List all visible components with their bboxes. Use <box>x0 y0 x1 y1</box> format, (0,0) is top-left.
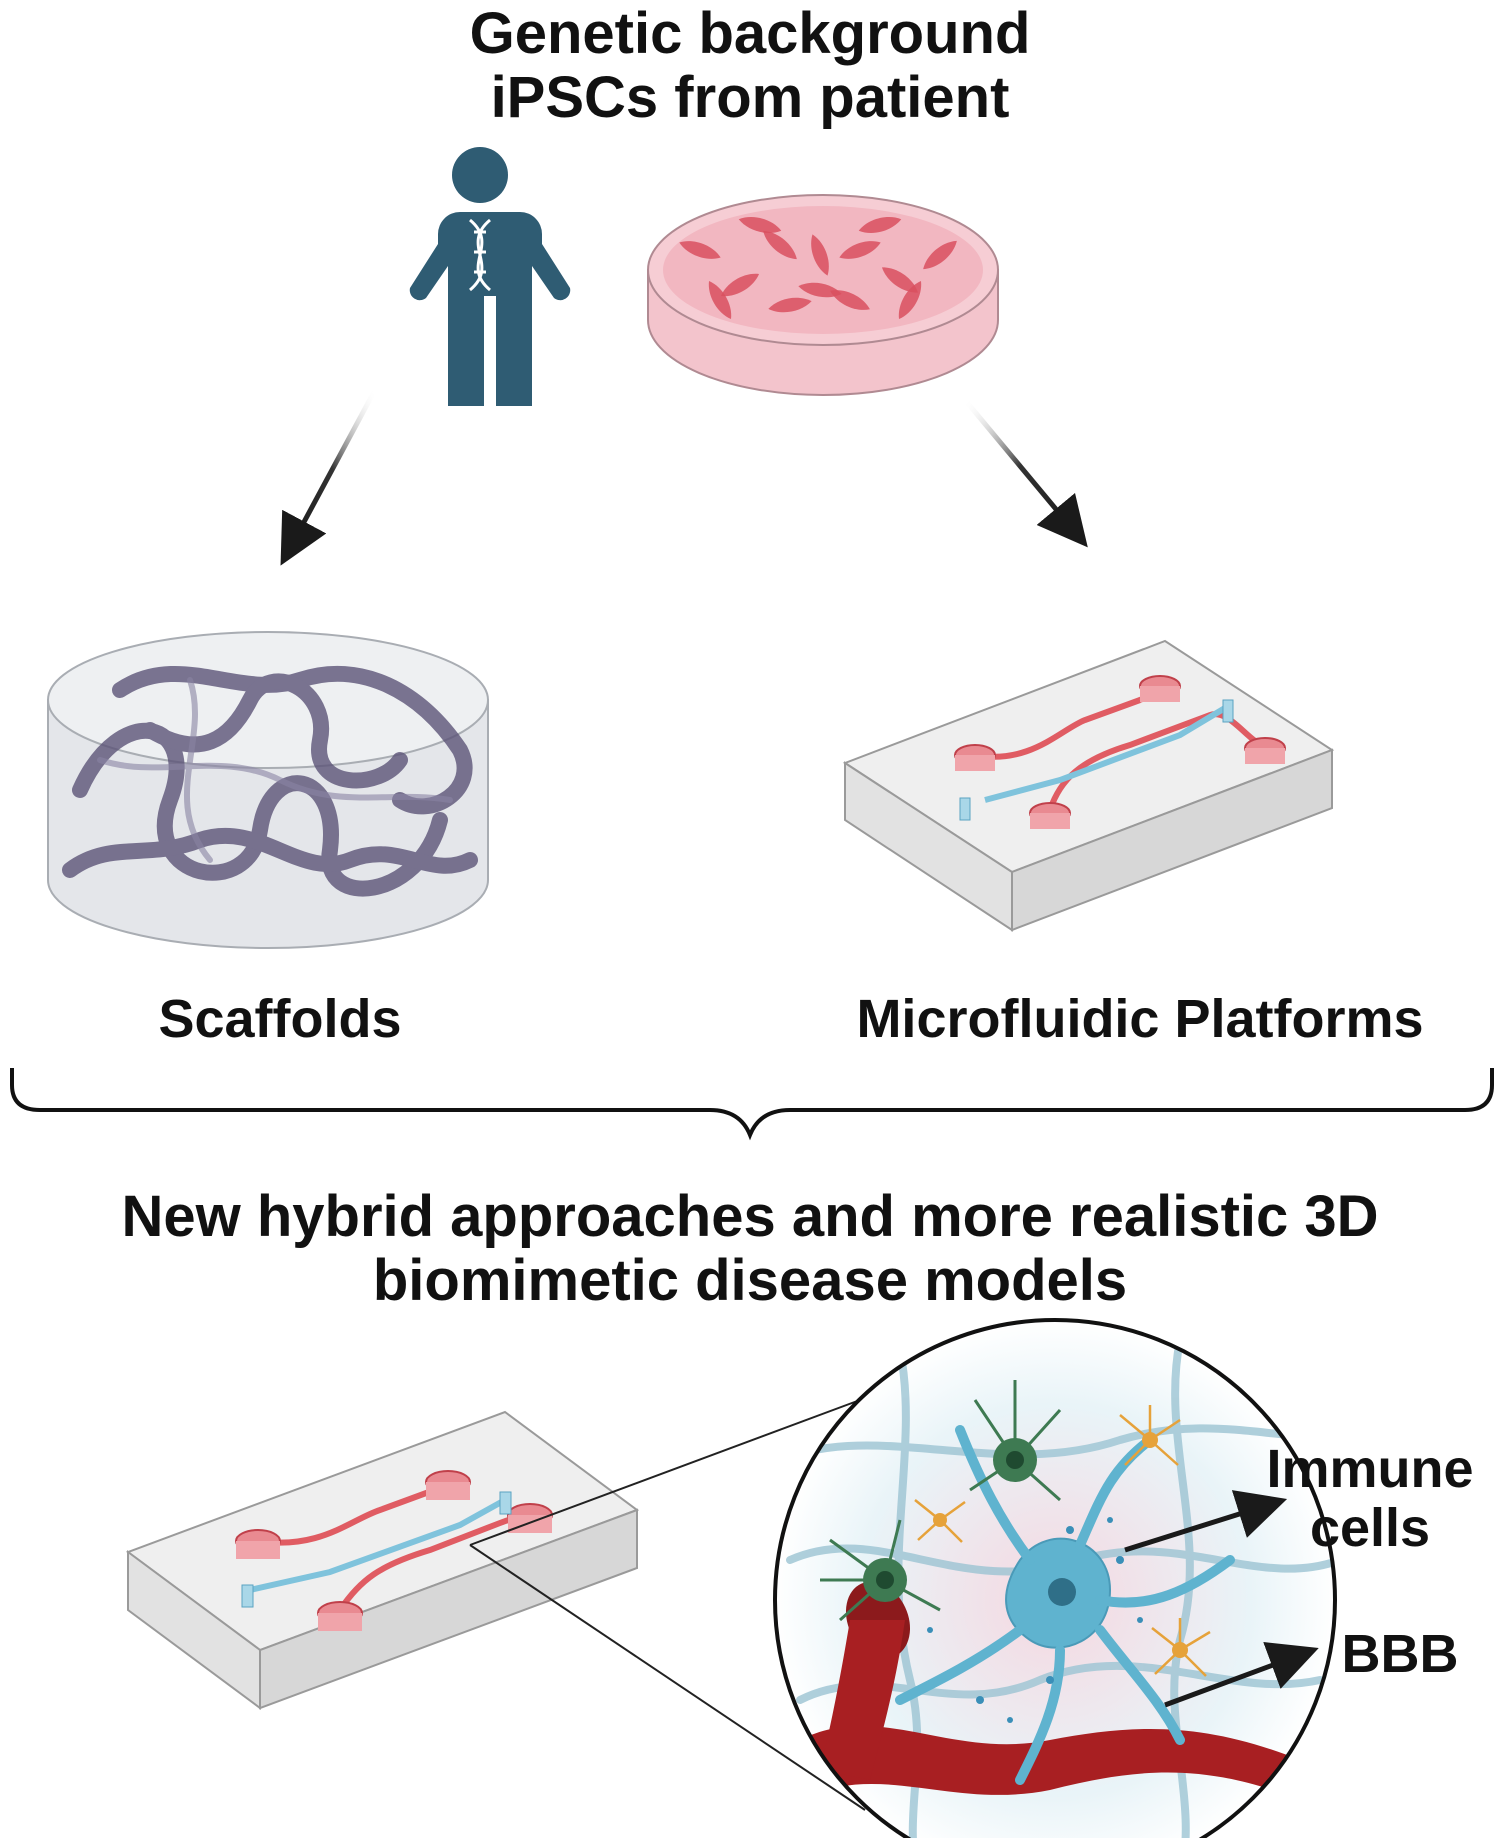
dish-cells <box>679 217 957 320</box>
dish-cell <box>881 267 919 293</box>
petri-dish-icon <box>647 194 999 396</box>
hybrid-title-line1: New hybrid approaches and more realistic… <box>121 1184 1379 1249</box>
microfluidic-chip-icon <box>842 639 1335 932</box>
dish-cell <box>839 241 881 259</box>
zoom-line-top <box>469 1399 861 1546</box>
dish-cell <box>811 234 829 276</box>
immune-label-line1: Immune <box>1266 1439 1474 1499</box>
person-dna-icon <box>409 147 571 406</box>
arrow-to-scaffolds <box>280 388 378 566</box>
immune-cells-label: Immune cells <box>1230 1439 1500 1559</box>
dish-cell <box>708 280 732 320</box>
header-title-line1: Genetic background <box>469 1 1031 66</box>
microfluidic-label: Microfluidic Platforms <box>856 989 1424 1049</box>
dish-cell <box>830 290 870 310</box>
dish-cell <box>679 241 721 259</box>
dish-cell <box>738 217 782 233</box>
dish-cell <box>858 217 902 233</box>
scaffolds-label: Scaffolds <box>158 989 402 1049</box>
arrow-to-immune-cells <box>1124 1490 1288 1553</box>
arrow-to-bbb <box>1164 1641 1319 1708</box>
dish-cell <box>898 280 922 320</box>
hybrid-title-line2: biomimetic disease models <box>372 1247 1128 1313</box>
zoom-line-bottom <box>469 1544 866 1811</box>
brain-tissue-zoom-icon <box>773 1318 1337 1838</box>
hybrid-title: New hybrid approaches and more realistic… <box>60 1185 1440 1313</box>
header-title: Genetic background iPSCs from patient <box>300 2 1200 130</box>
bbb-label: BBB <box>1341 1624 1459 1684</box>
curly-brace <box>10 1068 1494 1141</box>
header-title-line2: iPSCs from patient <box>490 64 1010 130</box>
bottom-microfluidic-chip-icon <box>125 1410 640 1710</box>
dish-cell <box>798 282 842 298</box>
dish-cell <box>720 273 760 297</box>
dish-cell <box>763 230 797 260</box>
dish-cell <box>923 240 957 270</box>
immune-label-line2: cells <box>1309 1498 1431 1559</box>
scaffold-icon <box>47 631 489 949</box>
arrow-to-microfluidic <box>963 398 1088 548</box>
dish-cell <box>768 297 812 313</box>
